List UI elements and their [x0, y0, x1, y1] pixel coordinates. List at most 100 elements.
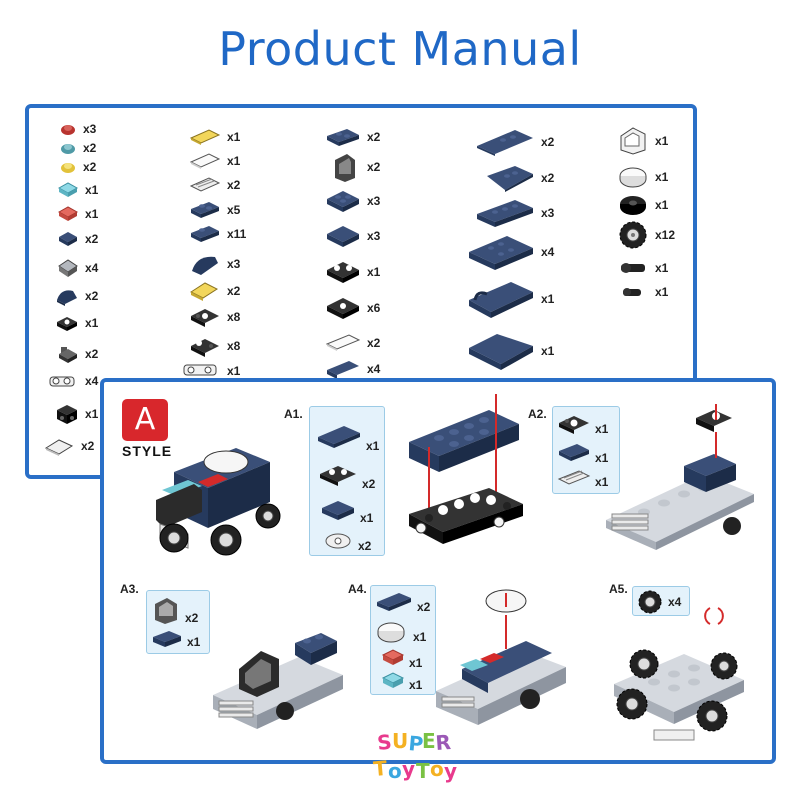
part-qty: x2: [185, 611, 199, 625]
gray-slope-icon: [58, 259, 78, 277]
step-label-a5: A5.: [609, 582, 628, 596]
tire-icon: [619, 221, 647, 249]
model-style-label: STYLE: [122, 443, 173, 459]
part-qty: x2: [358, 539, 372, 553]
parts-item: x2: [189, 176, 240, 194]
parts-item: x8: [189, 334, 240, 358]
parts-item: x4: [467, 232, 554, 272]
part-qty: x2: [362, 477, 376, 491]
part-qty: x1: [367, 265, 381, 279]
part-qty: x1: [541, 292, 555, 306]
part-qty: x12: [655, 228, 676, 242]
part-qty: x2: [85, 289, 99, 303]
part-qty: x1: [655, 170, 669, 184]
wheels-assembly-illustration: [614, 649, 744, 741]
navy-plate-4x4-icon: [469, 236, 533, 270]
parts-item: x3: [325, 188, 380, 214]
step-label-a4: A4.: [348, 582, 367, 596]
trans-light-blue-tile-icon: [381, 672, 405, 688]
part-qty: x4: [541, 245, 555, 259]
navy-plate-1x2-c-icon: [327, 129, 359, 146]
navy-fender-plate-icon: [469, 282, 533, 318]
white-grille-tile-icon: [189, 177, 221, 192]
chassis-assembly-illustration: [409, 394, 523, 544]
navy-plate-1x1-icon: [59, 232, 77, 246]
svg-text:R: R: [435, 730, 452, 755]
parts-callout-a5: x4: [632, 586, 690, 616]
part-qty: x3: [227, 257, 241, 271]
part-qty: x2: [85, 232, 99, 246]
part-qty: x1: [541, 344, 555, 358]
part-qty: x1: [187, 635, 201, 649]
parts-item: x11: [189, 223, 246, 245]
round-yellow-stud-icon: [61, 163, 75, 173]
navy-wedge-plate-left-icon: [477, 130, 533, 156]
parts-item: x2: [57, 344, 98, 364]
part-qty: x1: [360, 511, 374, 525]
navy-curved-tile-icon: [192, 256, 218, 275]
svg-text:T: T: [416, 759, 430, 783]
white-slope-icon: [44, 439, 74, 456]
part-qty: x1: [227, 364, 241, 378]
part-qty: x4: [668, 595, 682, 609]
parts-callout-a3: x2 x1: [146, 590, 210, 654]
part-qty: x1: [227, 130, 241, 144]
roof-assembly-illustration: [436, 589, 566, 725]
navy-plate-1x2-icon: [153, 631, 181, 647]
navy-plate-1x4-icon: [327, 361, 359, 379]
white-windscreen-icon: [620, 127, 646, 155]
model-badge: A: [122, 399, 168, 441]
part-qty: x1: [655, 261, 669, 275]
part-qty: x2: [83, 160, 97, 174]
instructions-panel: A1. x1 x2 x1 x2 A2. x1: [100, 378, 776, 764]
rotate-arrows-icon: [704, 607, 724, 625]
round-teal-stud-icon: [61, 144, 75, 154]
part-qty: x1: [595, 422, 609, 436]
svg-text:o: o: [388, 759, 402, 783]
parts-item: x2: [43, 436, 94, 456]
part-qty: x2: [541, 171, 555, 185]
parts-item: x3: [475, 198, 554, 228]
part-qty: x1: [409, 656, 423, 670]
front-assembly-illustration: [606, 404, 754, 550]
black-pin-icon: [623, 288, 641, 296]
navy-plate-1x4-icon: [377, 593, 411, 611]
white-grille-tile-icon: [557, 470, 591, 485]
trans-red-tile-icon: [57, 206, 79, 221]
part-qty: x1: [655, 285, 669, 299]
white-round-tile-icon: [377, 622, 405, 643]
black-round-plate-icon: [620, 196, 646, 215]
part-qty: x8: [227, 339, 241, 353]
part-qty: x1: [595, 451, 609, 465]
part-qty: x2: [367, 160, 381, 174]
black-clip-plate-icon: [57, 317, 77, 331]
yellow-slope-icon: [189, 282, 219, 301]
part-qty: x1: [655, 134, 669, 148]
page-title: Product Manual: [218, 22, 582, 76]
parts-item: x3: [325, 223, 380, 249]
step-label-a1: A1.: [284, 407, 303, 421]
part-qty: x2: [227, 178, 241, 192]
step-label-a2: A2.: [528, 407, 547, 421]
part-qty: x2: [81, 439, 95, 453]
parts-item: x1: [189, 128, 240, 146]
part-qty: x2: [85, 347, 99, 361]
cab-assembly-illustration: [213, 633, 343, 729]
part-qty: x1: [655, 198, 669, 212]
svg-text:y: y: [402, 757, 415, 781]
parts-item: x4: [57, 258, 98, 278]
parts-item: x1: [57, 206, 98, 222]
parts-callout-a2: x1 x1 x1: [552, 406, 620, 494]
white-tile-long-icon: [325, 334, 361, 351]
part-qty: x3: [367, 194, 381, 208]
part-qty: x5: [227, 203, 241, 217]
black-wheel-plate-icon: [320, 466, 356, 486]
step-label-a3: A3.: [120, 582, 139, 596]
parts-item: x2: [485, 164, 554, 192]
black-clip-plate-3-icon: [191, 339, 219, 357]
navy-curved-slope-icon: [57, 290, 77, 306]
svg-text:S: S: [376, 730, 393, 755]
parts-item: x1: [617, 126, 668, 156]
parts-item: x1: [189, 152, 240, 170]
part-qty: x2: [541, 135, 555, 149]
